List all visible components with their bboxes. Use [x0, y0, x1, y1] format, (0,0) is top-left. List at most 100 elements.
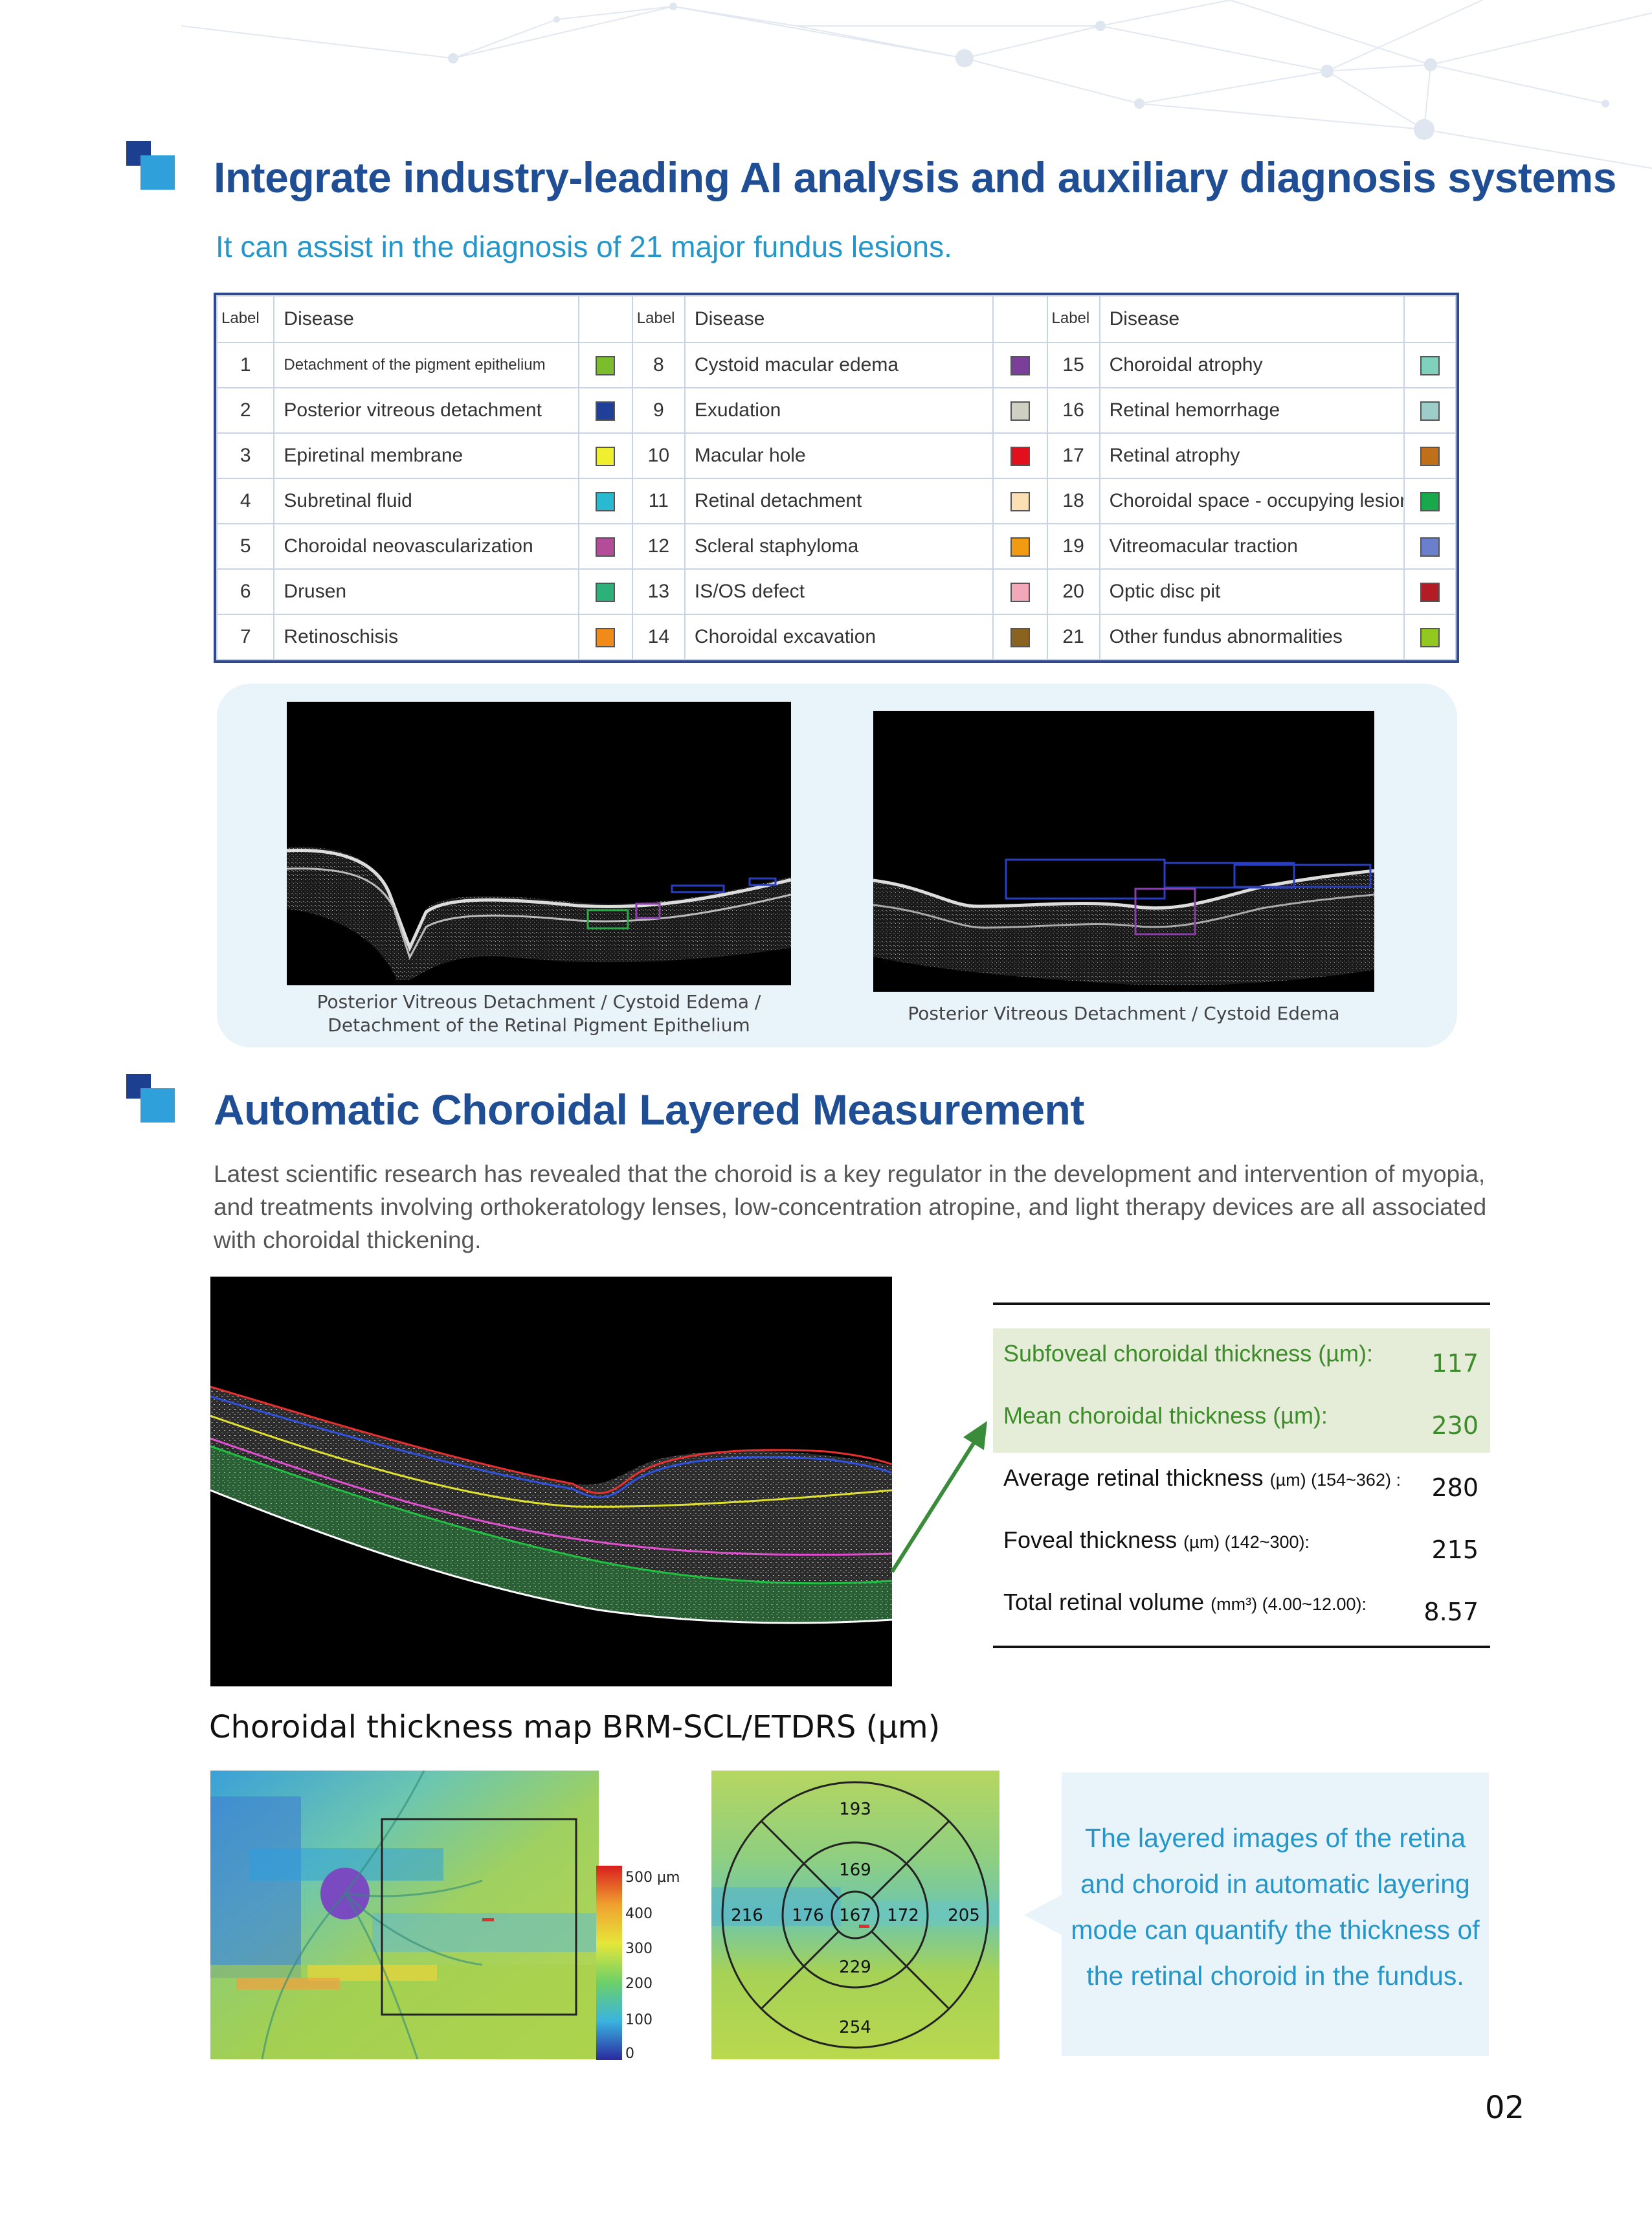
color-swatch [596, 492, 616, 512]
etdrs-value: 229 [839, 1958, 871, 1977]
measurement-label: Average retinal thickness (µm) (154~362)… [1003, 1464, 1401, 1492]
etdrs-grid-map: 193 169 216 176 167 172 205 229 254 [711, 1771, 999, 2059]
disease-name: Retinal atrophy [1099, 432, 1405, 479]
network-background [181, 0, 1652, 169]
disease-label-number: 17 [1046, 432, 1100, 479]
disease-color-cell [1403, 342, 1457, 388]
measurement-label: Foveal thickness (µm) (142~300): [1003, 1526, 1310, 1554]
disease-color-cell [1403, 568, 1457, 615]
measurement-row: Foveal thickness (µm) (142~300): 215 [993, 1515, 1490, 1577]
color-swatch [1420, 356, 1440, 376]
disease-name: Subretinal fluid [273, 478, 579, 524]
table-rule [993, 1646, 1490, 1648]
disease-color-cell [577, 342, 633, 388]
measurement-value: 230 [1431, 1411, 1479, 1440]
section-subtitle: It can assist in the diagnosis of 21 maj… [216, 230, 952, 263]
disease-name: Optic disc pit [1099, 568, 1405, 615]
measurement-range: (µm) (142~300): [1183, 1532, 1310, 1552]
disease-label-number: 2 [216, 387, 275, 434]
header-disease: Disease [1099, 295, 1405, 343]
disease-name: Scleral staphyloma [684, 523, 994, 570]
disease-name: Choroidal neovascularization [273, 523, 579, 570]
measurement-label: Mean choroidal thickness (µm): [1003, 1402, 1328, 1429]
table-header-row: Label Disease Label Disease Label Diseas… [216, 295, 1457, 343]
disease-name: Retinal detachment [684, 478, 994, 524]
note-box [1062, 1772, 1489, 2056]
color-swatch [1420, 447, 1440, 467]
disease-label-number: 4 [216, 478, 275, 524]
measurement-name: Total retinal volume [1003, 1589, 1205, 1615]
measurement-value: 117 [1431, 1349, 1479, 1378]
section-title: Integrate industry-leading AI analysis a… [214, 153, 1616, 201]
disease-label-number: 10 [631, 432, 686, 479]
measurement-row: Total retinal volume (mm³) (4.00~12.00):… [993, 1577, 1490, 1639]
arrow-icon [890, 1421, 987, 1573]
disease-label-number: 19 [1046, 523, 1100, 570]
disease-label-number: 21 [1046, 614, 1100, 660]
etdrs-value: 169 [839, 1861, 871, 1880]
measurement-value: 215 [1431, 1536, 1479, 1564]
measurement-value: 8.57 [1423, 1598, 1479, 1626]
measurement-name: Average retinal thickness [1003, 1464, 1264, 1491]
color-swatch [1010, 447, 1030, 467]
disease-color-cell [1403, 614, 1457, 660]
left-oct-caption: Posterior Vitreous Detachment / Cystoid … [317, 991, 761, 1036]
etdrs-value: 205 [948, 1906, 980, 1925]
thickness-color-scale [596, 1866, 622, 2060]
color-swatch [1010, 401, 1030, 421]
color-swatch [596, 401, 616, 421]
disease-name: Choroidal space - occupying lesion [1099, 478, 1405, 524]
disease-label-number: 8 [631, 342, 686, 388]
disease-name: Vitreomacular traction [1099, 523, 1405, 570]
measurement-row: Mean choroidal thickness (µm): 230 [993, 1391, 1490, 1453]
disease-name: Choroidal excavation [684, 614, 994, 660]
disease-name: Retinoschisis [273, 614, 579, 660]
scale-label-400: 400 [625, 1906, 653, 1922]
color-swatch [1010, 628, 1030, 648]
disease-color-cell [992, 568, 1048, 615]
disease-name: Posterior vitreous detachment [273, 387, 579, 434]
disease-color-cell [992, 387, 1048, 434]
disease-label-number: 12 [631, 523, 686, 570]
header-disease: Disease [273, 295, 579, 343]
color-swatch [1010, 356, 1030, 376]
disease-color-cell [577, 523, 633, 570]
measurement-row: Average retinal thickness (µm) (154~362)… [993, 1453, 1490, 1515]
right-oct-caption: Posterior Vitreous Detachment / Cystoid … [908, 1003, 1340, 1024]
color-swatch [1420, 583, 1440, 603]
measurement-name: Subfoveal choroidal thickness (µm): [1003, 1340, 1373, 1367]
measurement-range: (µm) (154~362) : [1269, 1470, 1401, 1490]
oct-scan-right [873, 711, 1374, 992]
disease-name: Retinal hemorrhage [1099, 387, 1405, 434]
disease-label-number: 6 [216, 568, 275, 615]
color-swatch [596, 628, 616, 648]
etdrs-value: 167 [839, 1906, 871, 1925]
note-text: The layered images of the retina and cho… [1071, 1823, 1480, 1991]
disease-name: Cystoid macular edema [684, 342, 994, 388]
section-title: Automatic Choroidal Layered Measurement [214, 1086, 1084, 1134]
scale-label-200: 200 [625, 1976, 653, 1992]
measurement-label: Total retinal volume (mm³) (4.00~12.00): [1003, 1589, 1367, 1616]
section-icon [126, 1074, 175, 1123]
disease-color-cell [1403, 523, 1457, 570]
color-swatch [1420, 537, 1440, 557]
disease-label-number: 16 [1046, 387, 1100, 434]
etdrs-value: 254 [839, 2018, 871, 2037]
disease-color-cell [577, 568, 633, 615]
disease-label-number: 18 [1046, 478, 1100, 524]
color-swatch [596, 447, 616, 467]
disease-name: Other fundus abnormalities [1099, 614, 1405, 660]
choroid-layer-oct-image [210, 1277, 892, 1686]
disease-color-cell [577, 614, 633, 660]
page-number: 02 [1485, 2090, 1525, 2126]
disease-label-number: 14 [631, 614, 686, 660]
measurement-row: Subfoveal choroidal thickness (µm): 117 [993, 1328, 1490, 1391]
disease-color-cell [577, 432, 633, 479]
table-rule [993, 1303, 1490, 1305]
disease-table: Label Disease Label Disease Label Diseas… [214, 293, 1459, 663]
header-label: Label [1046, 295, 1100, 343]
